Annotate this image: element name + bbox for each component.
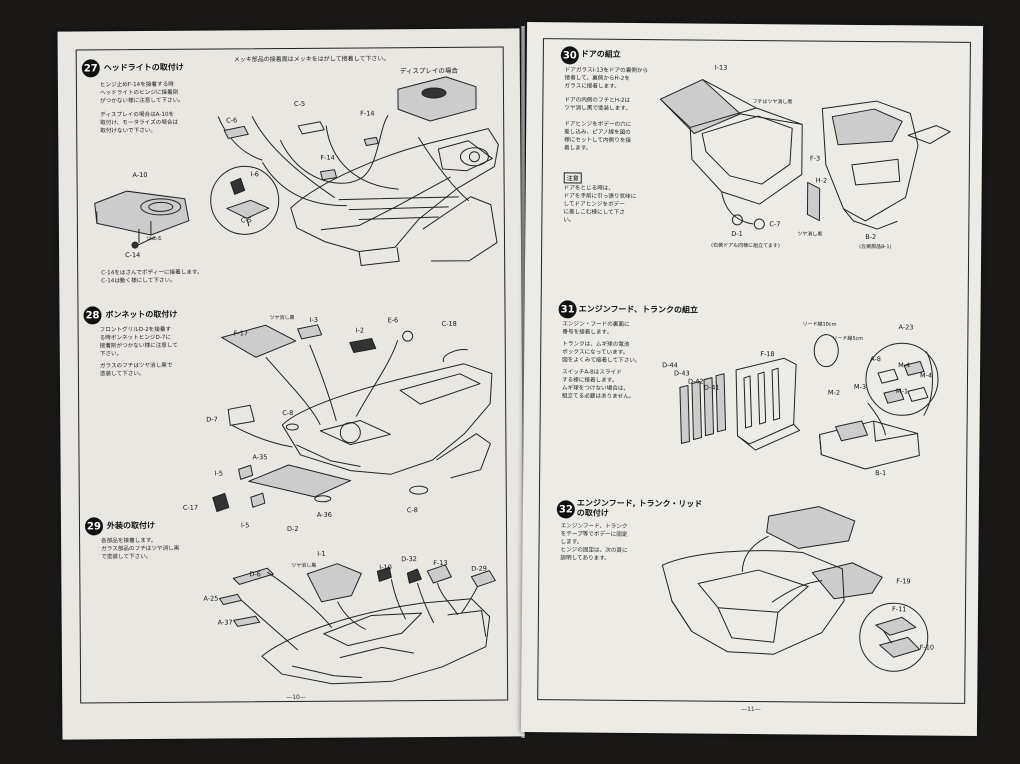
label-m1: M-1 [895, 387, 909, 396]
label-right-door: (右側ドアも同様に組立てます) [711, 242, 780, 250]
left-page-number: —10— [286, 693, 306, 702]
label-d44: D-44 [662, 361, 678, 370]
label-i2: I-2 [355, 326, 365, 335]
label-h2: H-2 [815, 176, 828, 185]
label-m3: M-3 [853, 382, 867, 391]
step-29-illustration [218, 563, 496, 685]
label-d32: D-32 [401, 555, 417, 564]
label-d29: D-29 [471, 564, 487, 573]
step-27: 27 ヘッドライトの取付け ヒンジ止めF-14を接着する時 ヘッドライトのヒンジ… [58, 28, 522, 286]
label-a23: A-23 [898, 323, 914, 332]
label-d43: D-43 [674, 369, 690, 378]
label-i3: I-3 [309, 315, 318, 324]
right-page: 30 ドアの組立 ドアガラスI-13をドアの裏側から 接着して、裏側からH-2を… [520, 22, 984, 736]
step-29: 29 外装の取付け 各部品を接着します。 ガラス部品のフチはツヤ消し黒 で塗装し… [61, 506, 524, 699]
label-b2: B-2 [865, 232, 877, 242]
label-f3: F-3 [809, 154, 821, 163]
label-d42: D-42 [687, 377, 704, 386]
step-32-illustration [661, 506, 929, 672]
label-e6: E-6 [387, 316, 399, 325]
label-f13: F-13 [433, 558, 448, 568]
step-28: 28 ボンネットの取付け フロントグリルD-2を接着す る時ボンネットヒンジD-… [59, 283, 522, 533]
step-30-illustration [659, 79, 951, 230]
label-hame: はめる [146, 235, 163, 243]
step-28-illustration [212, 324, 493, 513]
label-a10: A-10 [132, 170, 148, 180]
label-i13: I-13 [714, 63, 728, 72]
label-i6: I-6 [250, 170, 259, 179]
label-a8: A-8 [870, 355, 882, 364]
right-page-number: —11— [741, 705, 761, 714]
label-f14: F-14 [360, 109, 375, 118]
label-c8: C-8 [282, 408, 294, 418]
label-b2sub: (左側部品B-1) [859, 243, 892, 251]
label-a25: A-25 [203, 594, 219, 603]
left-page: メッキ部品の接着面はメッキをはがして接着して下さい。 27 ヘッドライトの取付け… [57, 28, 525, 740]
label-f11: F-11 [891, 605, 907, 614]
label-matte1: フチはツヤ消し黒 [752, 98, 793, 106]
label-m2: M-2 [827, 388, 841, 397]
step-32: 32 エンジンフード, トランク・リッド の取付け エンジンフード、トランク を… [521, 490, 979, 694]
label-i10: I-10 [379, 563, 392, 572]
label-c5b: C-5 [240, 216, 252, 225]
step-27-illustration [94, 76, 499, 267]
label-f19: F-19 [896, 577, 911, 586]
label-c6: C-6 [226, 116, 238, 125]
label-c14: C-14 [125, 251, 141, 260]
label-f14b: F-14 [320, 153, 335, 162]
label-f10: F-10 [919, 643, 935, 652]
label-c18: C-18 [441, 319, 457, 328]
label-m4b: M-4 [920, 371, 933, 380]
step-31: 31 エンジンフード、トランクの組立 エンジン・フードの裏面に 番号を接着します… [523, 292, 981, 486]
label-d7: D-7 [206, 415, 218, 424]
label-matte-29: ツヤ消し黒 [291, 562, 317, 570]
label-b1: B-1 [875, 469, 887, 478]
label-d41: D-41 [703, 383, 720, 392]
label-f18: F-18 [760, 350, 775, 359]
label-i1: I-1 [317, 549, 326, 558]
label-wire1: リード線5cm [832, 335, 864, 342]
label-c7: C-7 [769, 220, 781, 229]
step-31-illustration [679, 334, 939, 470]
label-m4: M-4 [898, 361, 911, 370]
label-c5: C-5 [294, 99, 306, 108]
step-30: 30 ドアの組立 ドアガラスI-13をドアの裏側から 接着して、裏側からH-2を… [525, 22, 983, 286]
label-a35: A-35 [252, 453, 268, 462]
label-matte-28: ツヤ消し黒 [269, 314, 295, 322]
label-a37: A-37 [217, 618, 233, 627]
label-d1: D-1 [731, 229, 743, 238]
label-i5: I-5 [214, 469, 224, 478]
label-d6: D-6 [249, 570, 261, 579]
label-matte2: ツヤ消し黒 [797, 231, 823, 238]
label-f17: F-17 [233, 329, 249, 338]
label-wire2: リード線10cm [802, 321, 837, 328]
